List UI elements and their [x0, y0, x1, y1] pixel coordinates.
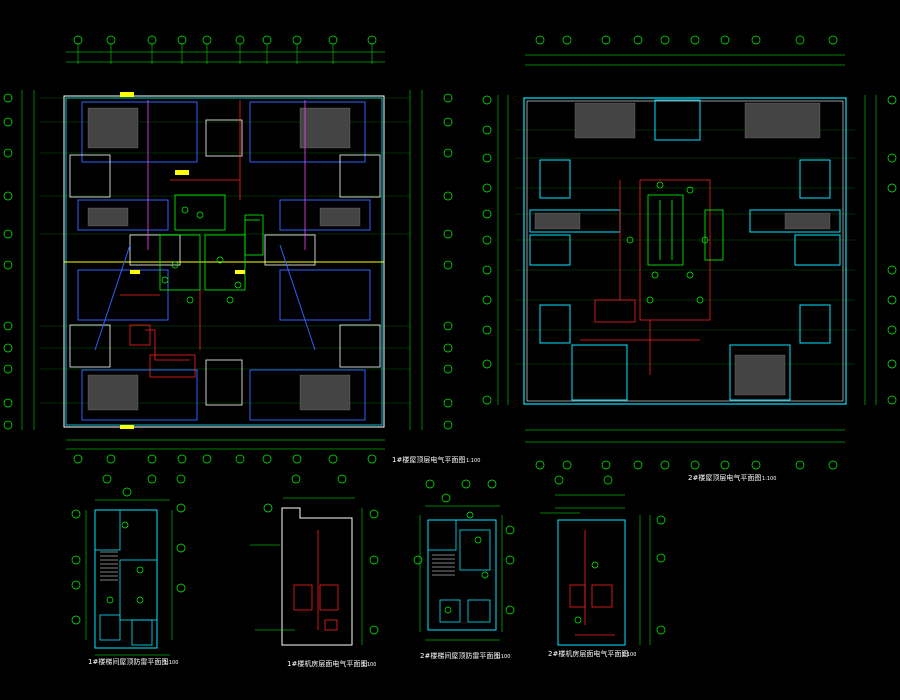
plan-5-devices [444, 511, 489, 614]
plan-3-outer-wall [94, 509, 158, 649]
plan-6-title: 2#楼机房层面电气平面图 [548, 649, 628, 658]
plan-2-red-circuits [580, 179, 711, 375]
plan-1-scale: 1:100 [466, 458, 480, 464]
plan-6-dim-lines [555, 494, 651, 645]
plan-2-stair-core [647, 194, 724, 266]
plan-3-axis-bubbles [71, 474, 186, 625]
plan-4-outer-wall [281, 507, 353, 646]
plan-6-red-circuits [569, 530, 615, 636]
plan-4-group: 1#楼机房层面电气平面图 1:100 [250, 474, 379, 668]
plan-5-group: 2#楼梯间屋顶防雷平面图 1:100 [413, 479, 515, 660]
plan-1-right-axis-bubbles [443, 93, 453, 430]
plan-1-yellow-markers [120, 92, 245, 429]
plan-5-stairs [432, 554, 455, 576]
plan-4-red-circuits [293, 530, 339, 631]
plan-2-right-axis-bubbles [887, 95, 897, 405]
plan-2-bottom-dim-lines [525, 429, 845, 443]
plan-3-title: 1#楼梯间屋顶防雷平面图 [88, 657, 168, 666]
plan-1-left-axis-bubbles [3, 93, 13, 430]
plan-1-hatch-panels [87, 107, 361, 411]
plan-2-outer-wall [523, 97, 847, 405]
plan-6-outer-wall [557, 519, 626, 646]
plan-2-axis-grid [515, 129, 855, 365]
plan-1-magenta-lines [147, 100, 306, 250]
plan-6-devices [574, 561, 599, 624]
plan-1-left-dim-lines [21, 90, 35, 430]
plan-5-axis-bubbles [413, 479, 515, 615]
plan-2-side-dim-lines [497, 95, 877, 405]
plan-2-scale: 1:100 [762, 476, 776, 482]
plan-2-top-axis-bubbles [535, 35, 838, 45]
plan-2-hatch-panels [534, 102, 831, 396]
plan-2-rooms [529, 99, 841, 401]
plan-4-title: 1#楼机房层面电气平面图 [287, 659, 367, 668]
plan-6-group: 2#楼机房层面电气平面图 1:100 [540, 475, 666, 658]
plan-1-top-axis-bubbles [73, 35, 377, 45]
plan-4-leaders [250, 544, 295, 631]
plan-3-dim-lines [85, 499, 173, 656]
plan-1-top-dim-lines [66, 44, 385, 64]
plan-1-right-dim-lines [409, 90, 423, 430]
plan-1-diagonals [94, 244, 316, 351]
plan-1-bottom-dim-lines [66, 439, 385, 450]
plan-1-group: 1#楼屋顶层电气平面图 1:100 [3, 35, 480, 464]
plan-1-rooms [77, 101, 371, 421]
plan-3-rooms [94, 509, 158, 646]
plan-6-scale: 1:100 [622, 652, 636, 658]
plan-2-bottom-axis-bubbles [535, 460, 838, 470]
plan-5-rooms [427, 519, 491, 623]
plan-5-title: 2#楼梯间屋顶防雷平面图 [420, 651, 500, 660]
plan-5-scale: 1:100 [496, 654, 510, 660]
plan-3-stairs [100, 551, 118, 581]
plan-1-red-circuits [120, 100, 241, 378]
plan-2-top-dim-lines [525, 54, 845, 66]
plan-5-dim-lines [419, 505, 503, 641]
plan-1-devices [161, 206, 242, 304]
plan-1-bottom-axis-bubbles [73, 454, 377, 464]
plan-3-group: 1#楼梯间屋顶防雷平面图 1:100 [71, 474, 186, 666]
plan-4-dim-lines [283, 497, 363, 645]
plan-5-outer-wall [427, 519, 497, 631]
plan-1-title: 1#楼屋顶层电气平面图 [392, 455, 465, 464]
plan-1-room-walls [69, 119, 381, 406]
plan-2-left-axis-bubbles [482, 95, 492, 405]
plan-3-devices [106, 521, 144, 604]
plan-1-stair-core [159, 194, 264, 291]
plan-6-axis-bubbles [554, 475, 666, 635]
plan-4-axis-bubbles [263, 474, 379, 635]
plan-2-title: 2#楼屋顶层电气平面图 [688, 473, 761, 482]
plan-3-scale: 1:100 [164, 660, 178, 666]
plan-2-inner-wall [526, 100, 844, 402]
plan-2-group: 2#楼屋顶层电气平面图 1:100 [482, 35, 897, 482]
plan-2-devices [626, 181, 709, 304]
plan-4-scale: 1:100 [362, 662, 376, 668]
